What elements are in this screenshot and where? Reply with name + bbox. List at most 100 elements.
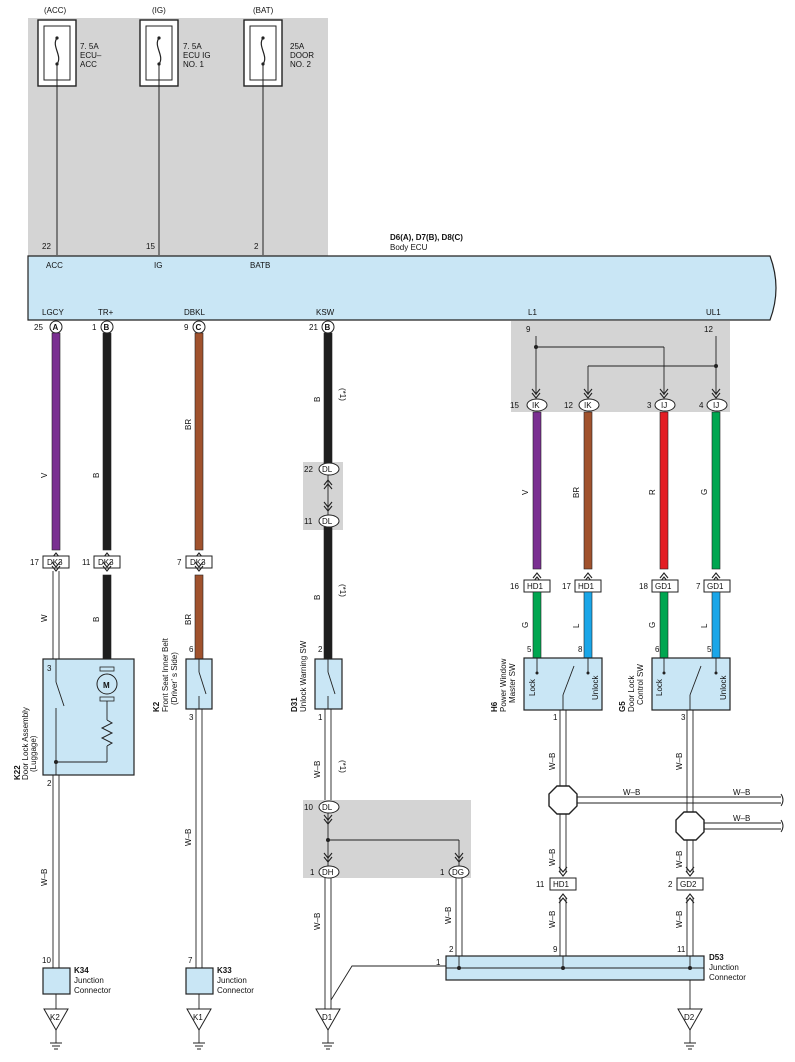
wire-label: B [313, 397, 322, 402]
fuse-name-1: ECU IG [183, 51, 211, 60]
component-box [42, 658, 135, 776]
k33-branch: W–B 7 K33 Junction Connector K1 [184, 709, 254, 1050]
ground-label: K2 [50, 1013, 60, 1022]
ecu-pin-num: 22 [42, 242, 51, 251]
wire-label: BR [572, 487, 581, 498]
conn-pin: 11 [304, 517, 313, 526]
wire-brown [194, 332, 204, 551]
component-name: (Luggage) [29, 735, 38, 772]
dbkl-circuit: BR 7 DK3 BR [177, 332, 213, 660]
pin-top: 3 [47, 664, 52, 673]
junction-name: Connector [709, 973, 746, 982]
wire-label: W–B [548, 911, 557, 928]
fuse-name-1: DOOR [290, 51, 314, 60]
conn-name: DH [322, 868, 334, 877]
splice-octagon-icon [675, 811, 705, 841]
switch-unlock: Unlock [719, 675, 728, 700]
pin-bottom: 3 [681, 713, 686, 722]
junction-name: Junction [709, 963, 739, 972]
conn-name: HD1 [527, 582, 544, 591]
fuse-rating: 7. 5A [80, 42, 99, 51]
junction-code: D53 [709, 953, 724, 962]
ecu-pin-label: ACC [46, 261, 63, 270]
component-name: (Driver’ s Side) [170, 652, 179, 705]
conn-pin: 1 [440, 868, 445, 877]
wire-label: W–B [313, 913, 322, 930]
ecu-box [27, 255, 777, 321]
ecu-pin-num: 2 [254, 242, 259, 251]
fuse-source: (IG) [152, 6, 166, 15]
component-name: Unlock Warning SW [299, 640, 308, 712]
wire-label: BR [184, 419, 193, 430]
switch-lock: Lock [655, 678, 664, 696]
wire-violet [532, 411, 542, 570]
conn-pin: 12 [564, 401, 573, 410]
d53-junction-connector: 1 2 9 11 D53 Junction Connector D2 [436, 945, 746, 1050]
ecu-pin-label: LGCY [42, 308, 64, 317]
wire-label: W–B [733, 788, 750, 797]
ground-triangle-icon [677, 1008, 703, 1032]
ecu-pin-num: 1 [92, 323, 97, 332]
fuse-name-2: NO. 1 [183, 60, 204, 69]
pin-bottom: 1 [553, 713, 558, 722]
fuse-element-icon [54, 37, 60, 65]
wire-black [102, 332, 112, 551]
ground-label: D2 [684, 1013, 695, 1022]
ecu-pin-label: TR+ [98, 308, 114, 317]
connector-ik [526, 398, 548, 412]
component-box [651, 657, 731, 711]
ecu-pin-label: UL1 [706, 308, 721, 317]
component-name: Door Lock Assembly [21, 707, 30, 780]
component-code: K2 [152, 701, 161, 712]
wire-black [323, 332, 333, 464]
pin-left: 6 [655, 645, 660, 654]
connector-dk3 [42, 555, 70, 569]
ecu-bottom-pins: 25 A 1 B 9 C 21 B 9 12 [34, 320, 713, 334]
conn-name: GD1 [655, 582, 672, 591]
component-box [314, 658, 343, 710]
wire-label: W–B [733, 814, 750, 823]
wire-label: G [700, 489, 709, 495]
ecu-pin-num: 12 [704, 325, 713, 334]
switch-blade-icon [55, 681, 65, 707]
k2-front-seat-inner-belt: 6 3 K2 Front Seat Inner Belt (Driver’ s … [152, 637, 213, 722]
splice-octagon-icon [548, 785, 578, 815]
wire-violet [51, 332, 61, 551]
fuse-element-icon [156, 37, 162, 65]
pin-top: 6 [189, 645, 194, 654]
h6-g5-grounds: W–B W–B W–B W–B W–B W–B W–B 11 HD1 2 GD2 [536, 710, 784, 956]
fuse-source: (BAT) [253, 6, 274, 15]
wire-label: G [648, 622, 657, 628]
wire-label: R [648, 489, 657, 495]
connector-hd1 [549, 877, 577, 891]
conn-pin: 11 [82, 558, 91, 567]
ecu-pin-label: DBKL [184, 308, 205, 317]
ground-icon [321, 1042, 335, 1050]
connector-ij [654, 398, 676, 412]
component-name: Front Seat Inner Belt [161, 637, 170, 712]
component-name: Master SW [508, 663, 517, 703]
conn-name: GD2 [680, 880, 697, 889]
wire-label: W [40, 614, 49, 622]
wire-brown [583, 411, 593, 570]
connector-gd2 [676, 877, 704, 891]
ground-icon [192, 1042, 206, 1050]
ground-label: K1 [193, 1013, 203, 1022]
conn-name: DK3 [47, 558, 63, 567]
connector-dk3 [185, 555, 213, 569]
conn-pin: 2 [668, 880, 673, 889]
fuse-wires: 22 15 2 [42, 64, 264, 255]
conn-name: DL [322, 517, 333, 526]
fuse-name-1: ECU– [80, 51, 102, 60]
conn-pin: 4 [699, 401, 704, 410]
conn-pin: 18 [639, 582, 648, 591]
fuse-acc: (ACC) 7. 5A ECU– ACC [37, 6, 102, 87]
conn-name: DL [322, 465, 333, 474]
ecu-pin-num: 25 [34, 323, 43, 332]
ground-triangle-icon [315, 1008, 341, 1032]
component-name: Power Window [499, 658, 508, 712]
pin-bottom: 1 [318, 713, 323, 722]
ecu-pin-num: 15 [146, 242, 155, 251]
ecu-pin-conn: B [104, 323, 110, 332]
ecu-pin-conn: A [53, 323, 59, 332]
